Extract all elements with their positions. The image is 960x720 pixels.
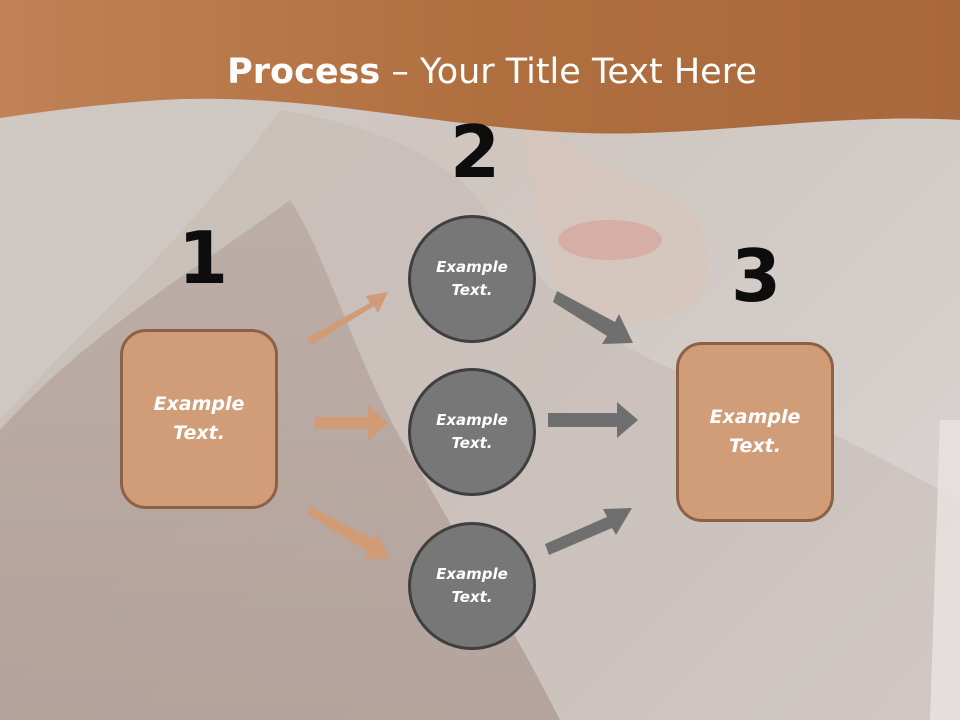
circle-1-line2: Text. [451, 281, 493, 299]
arrow-out-lower [545, 508, 632, 555]
slide-title: Process – Your Title Text Here [0, 52, 960, 92]
title-rest: – Your Title Text Here [380, 52, 757, 92]
process-circle-1: Example Text. [408, 215, 536, 343]
circle-3-line2: Text. [451, 588, 493, 606]
title-banner [0, 0, 960, 134]
arrow-in-upper [307, 292, 388, 345]
input-box-line1: Example [153, 393, 245, 415]
arrow-out-upper [553, 291, 633, 344]
circle-2-line1: Example [436, 411, 508, 429]
circle-1-line1: Example [436, 258, 508, 276]
arrow-in-lower [307, 507, 390, 560]
input-box: Example Text. [120, 329, 278, 509]
input-box-line2: Text. [173, 422, 225, 444]
output-box-line2: Text. [729, 435, 781, 457]
output-box: Example Text. [676, 342, 834, 522]
step-number-3: 3 [731, 234, 782, 318]
arrow-in-middle [315, 405, 388, 441]
circle-2-line2: Text. [451, 434, 493, 452]
process-circle-2: Example Text. [408, 368, 536, 496]
output-box-line1: Example [709, 406, 801, 428]
step-number-1: 1 [178, 216, 229, 300]
title-bold: Process [227, 52, 381, 92]
circle-3-line1: Example [436, 565, 508, 583]
process-circle-3: Example Text. [408, 522, 536, 650]
arrow-out-middle [548, 402, 638, 438]
step-number-2: 2 [450, 110, 501, 194]
